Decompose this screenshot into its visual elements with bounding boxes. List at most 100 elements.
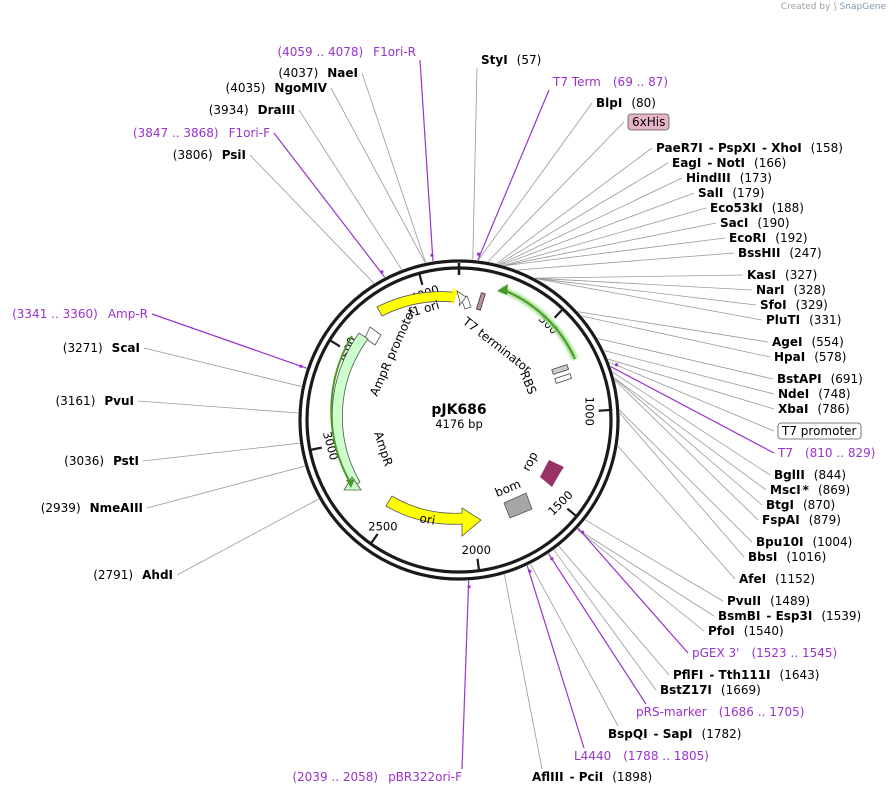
label-pgex3: pGEX 3'(1523 .. 1545) xyxy=(692,646,837,660)
primer-mark-f1oriR xyxy=(430,253,434,257)
pos-ahdI: (2791) xyxy=(93,568,133,582)
enzyme2-pflFI: Tth111I xyxy=(719,668,771,682)
leader-pbr322 xyxy=(461,580,470,770)
tick-label-1000: 1000 xyxy=(583,397,597,426)
label-ampR: (3341 .. 3360)Amp-R xyxy=(12,307,148,321)
enzyme-styI: StyI xyxy=(481,53,508,67)
tick-mark-2000 xyxy=(476,558,481,571)
label-bpu10I: Bpu10I(1004) xyxy=(756,535,852,549)
feature-box-frame-6xhis xyxy=(627,113,670,131)
pos-ngoMIV: (4035) xyxy=(226,81,266,95)
pos-bstAPI: (691) xyxy=(831,372,863,386)
label-paer7i: PaeR7I- PspXI- XhoI(158) xyxy=(656,141,843,155)
pos-ndeI: (748) xyxy=(818,387,850,401)
feature-label-ori: ori xyxy=(418,511,436,527)
enzyme-salI: SalI xyxy=(698,186,723,200)
label-hpaI: HpaI(578) xyxy=(774,350,846,364)
pos-pluTI: (331) xyxy=(809,313,841,327)
primer-mark-pgex3 xyxy=(581,530,585,534)
leader-eagI xyxy=(498,162,669,265)
enzyme2-eagI: NotI xyxy=(717,156,746,170)
pos-narI: (328) xyxy=(794,283,826,297)
enzyme-fspAI: FspAI xyxy=(762,513,800,527)
pos-hpaI: (578) xyxy=(814,350,846,364)
feature-f1-ori xyxy=(376,288,467,317)
label-bbsI: BbsI(1016) xyxy=(748,550,826,564)
enzyme-pvuI: PvuI xyxy=(104,394,134,408)
enzyme2-bspQI: SapI xyxy=(663,727,693,741)
pos-blpI: (80) xyxy=(631,96,656,110)
pos-pstI: (3036) xyxy=(64,454,104,468)
enzyme-pflFI: PflFI xyxy=(673,668,703,682)
label-kasI: KasI(327) xyxy=(747,268,817,282)
tick-label-2000: 2000 xyxy=(462,543,491,557)
pos-draIII: (3934) xyxy=(209,103,249,117)
credit-brand: SnapGene xyxy=(839,2,886,12)
tick-mark-1500 xyxy=(566,507,578,518)
enzyme-afeI: AfeI xyxy=(739,572,766,586)
leader-pvuII xyxy=(585,519,724,602)
label-aflIII: AflIII- PciI(1898) xyxy=(532,770,652,784)
pos-pvuI: (3161) xyxy=(55,394,95,408)
pos-bssHII: (247) xyxy=(789,246,821,260)
primer-name-pbr322: pBR322ori-F xyxy=(388,770,462,784)
label-t7: T7(810 .. 829) xyxy=(777,446,875,460)
enzyme-bstZ17I: BstZ17I xyxy=(660,683,712,697)
tick-mark-1000 xyxy=(598,408,611,412)
label-btgI: BtgI(870) xyxy=(766,498,835,512)
label-pfoI: PfoI(1540) xyxy=(708,624,784,638)
label-bsmBI: BsmBI- Esp3I(1539) xyxy=(718,609,861,623)
leader-scaI xyxy=(143,347,302,387)
enzyme-pfoI: PfoI xyxy=(708,624,735,638)
feature-label-ampr: AmpR xyxy=(371,430,395,468)
label-sacI: SacI(190) xyxy=(720,216,790,230)
feature-label-ampr-promoter: AmpR promoter xyxy=(367,305,419,398)
leader-prs xyxy=(548,553,647,705)
enzyme-ahdI: AhdI xyxy=(142,568,173,582)
primer-name-l4440: L4440 xyxy=(574,749,611,763)
feature-label-t7-terminator: T7 terminator xyxy=(459,314,534,377)
label-narI: NarI(328) xyxy=(756,283,826,297)
leader-paer7i xyxy=(496,147,653,264)
label-pluTI: PluTI(331) xyxy=(766,313,841,327)
pos-sacI: (190) xyxy=(757,216,789,230)
leader-styI xyxy=(472,67,478,260)
enzyme-hindIII: HindIII xyxy=(686,171,731,185)
enzyme-kasI: KasI xyxy=(747,268,776,282)
leader-psiI xyxy=(249,154,375,284)
primer-mark-prs xyxy=(550,557,554,561)
pos-ageI: (554) xyxy=(811,335,843,349)
leader-hpaI xyxy=(581,315,771,358)
enzyme-bstAPI: BstAPI xyxy=(777,372,822,386)
primer-mark-f1oriF xyxy=(380,270,384,274)
primer-pos-t7term: (69 .. 87) xyxy=(613,75,668,89)
label-pstI: (3036)PstI xyxy=(64,454,139,468)
leader-kasI xyxy=(535,274,744,279)
leader-sfoI xyxy=(535,277,757,306)
primer-mark-t7 xyxy=(615,363,619,367)
label-bstAPI: BstAPI (691) xyxy=(777,372,863,386)
label-eagI: EagI- NotI(166) xyxy=(672,156,786,170)
pos-psiI: (3806) xyxy=(173,148,213,162)
label-l4440: L4440(1788 .. 1805) xyxy=(574,749,709,763)
enzyme-ecoRI: EcoRI xyxy=(729,231,766,245)
pos-xbaI: (786) xyxy=(817,402,849,416)
leader-t7prom xyxy=(609,361,775,432)
primer-name-pgex3: pGEX 3' xyxy=(692,646,739,660)
leader-nmeAIII xyxy=(146,465,305,509)
pos-sfoI: (329) xyxy=(796,298,828,312)
leader-bspQI xyxy=(530,564,619,727)
primer-name-ampR: Amp-R xyxy=(108,307,148,321)
leader-narI xyxy=(535,277,753,291)
feature-ampr-promoter xyxy=(364,326,382,346)
pos-naeI: (4037) xyxy=(278,66,318,80)
label-mscI: MscI*(869) xyxy=(770,483,850,497)
pos-paer7i: (158) xyxy=(811,141,843,155)
leader-bstAPI xyxy=(597,338,774,380)
tick-label-1500: 1500 xyxy=(545,488,576,519)
snapgene-logo-icon: ⟆ xyxy=(833,2,837,12)
tick-mark-4000 xyxy=(418,273,424,286)
leader-l4440 xyxy=(526,565,585,749)
label-xbaI: XbaI(786) xyxy=(778,402,850,416)
leader-eco53kI xyxy=(503,207,707,266)
